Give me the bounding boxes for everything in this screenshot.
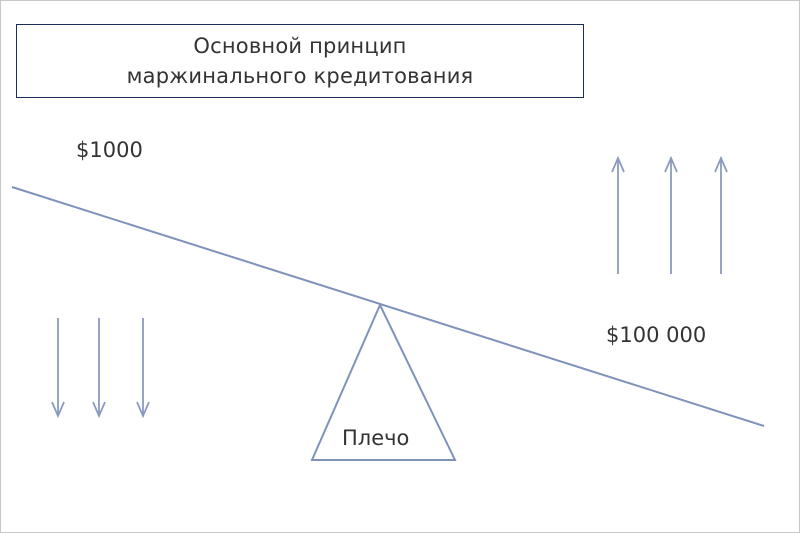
diagram-title: Основной принцип маржинального кредитова… bbox=[126, 34, 474, 88]
up-arrow-head bbox=[664, 155, 678, 173]
right-amount-label: $100 000 bbox=[606, 323, 707, 347]
up-arrow-head bbox=[611, 155, 625, 173]
fulcrum-triangle bbox=[310, 302, 457, 461]
down-arrows-group bbox=[51, 318, 150, 419]
down-arrow-head bbox=[92, 401, 106, 419]
down-arrow-head bbox=[51, 401, 65, 419]
fulcrum-label: Плечо bbox=[342, 426, 410, 450]
up-arrows-group bbox=[611, 155, 728, 274]
left-amount-label: $1000 bbox=[76, 138, 143, 162]
down-arrow-head bbox=[136, 401, 150, 419]
title-box: Основной принцип маржинального кредитова… bbox=[16, 24, 584, 98]
up-arrow-head bbox=[714, 155, 728, 173]
seesaw-beam bbox=[11, 186, 765, 427]
